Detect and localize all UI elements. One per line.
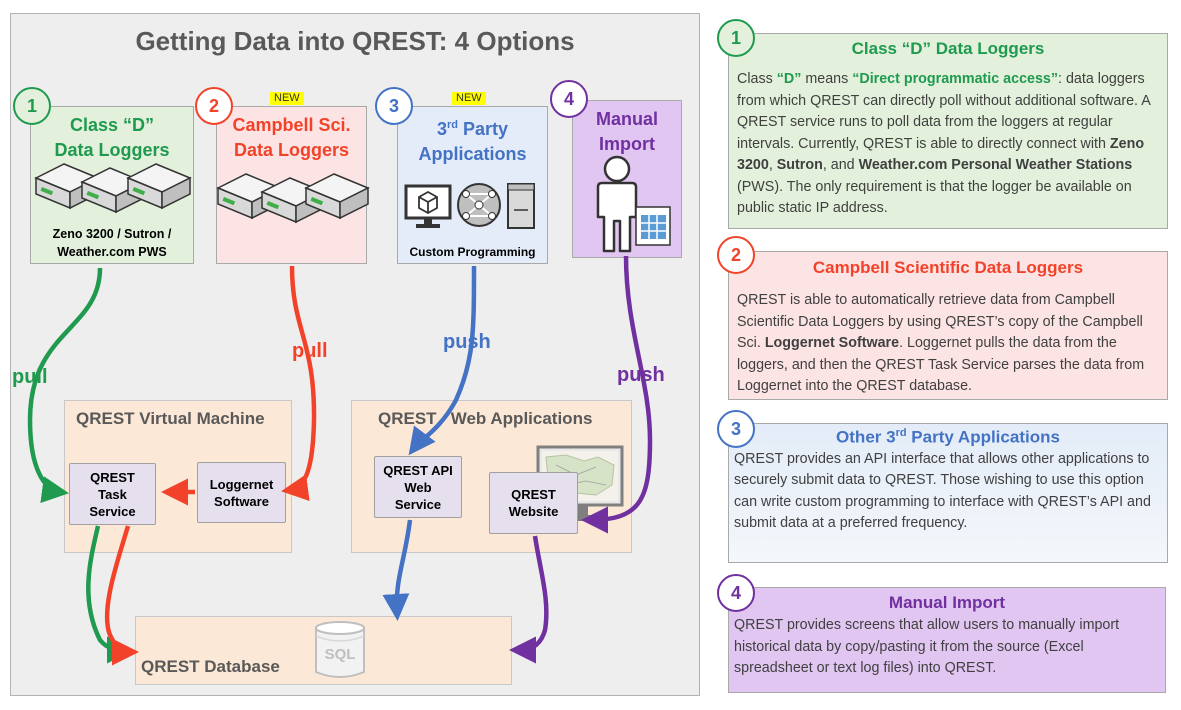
database-title: QREST Database	[141, 657, 280, 676]
option-4-title-line2: Import	[599, 134, 655, 154]
info-panel-3-number: 3	[717, 410, 755, 448]
user-spreadsheet-icon	[596, 155, 671, 253]
info-panel-1-number: 1	[717, 19, 755, 57]
api-line3: Service	[394, 496, 442, 512]
info-panel-2-title: Campbell Scientific Data Loggers	[812, 258, 1084, 277]
task-service-line1: QREST	[90, 469, 135, 485]
arrow-website-to-db	[509, 535, 549, 664]
arrow-push-manual	[581, 255, 653, 534]
info-panel-4-body: QREST provides screens that allow users …	[734, 617, 1120, 676]
sql-label: SQL	[324, 646, 356, 663]
loggernet-line1: Loggernet	[209, 476, 274, 492]
task-service-line2: Task	[98, 486, 127, 502]
info-panel-1-body: Class “D” means “Direct programmatic acc…	[737, 71, 1150, 216]
option-3-number: 3	[375, 87, 413, 125]
option-1-title-line1: Class “D”	[69, 115, 155, 135]
info-panel-4-number: 4	[717, 574, 755, 612]
option-3-title-line1: 3rd Party	[436, 119, 509, 139]
push-label-purple: push	[617, 364, 665, 386]
api-web-service-box: QREST API Web Service	[374, 456, 462, 518]
arrow-pull-campbell	[281, 265, 317, 501]
info-panel-2-body: QREST is able to automatically retrieve …	[737, 292, 1145, 394]
option-1-title-line2: Data Loggers	[54, 140, 170, 160]
network-globe-icon	[457, 183, 501, 227]
info-panel-2: Campbell Scientific Data Loggers QREST i…	[728, 251, 1168, 400]
option-1-number: 1	[13, 87, 51, 125]
website-line1: QREST	[511, 487, 556, 502]
info-panel-1: Class “D” Data Loggers Class “D” means “…	[728, 33, 1168, 229]
option-2-new-badge: NEW	[270, 92, 304, 105]
option-2-title-line2: Data Loggers	[233, 140, 350, 160]
info-panel-2-number: 2	[717, 236, 755, 274]
option-3-caption: Custom Programming	[409, 245, 536, 259]
option-2-number: 2	[195, 87, 233, 125]
arrow-task-to-db-red	[104, 525, 139, 666]
pull-label-red: pull	[292, 340, 328, 362]
task-service-line3: Service	[89, 503, 136, 519]
info-panel-1-title: Class “D” Data Loggers	[851, 39, 1045, 58]
campbell-logger-icon	[216, 173, 370, 224]
main-title: Getting Data into QREST: 4 Options	[135, 26, 575, 56]
task-service-box: QREST Task Service	[69, 463, 156, 525]
info-panel-3-body: QREST provides an API interface that all…	[734, 450, 1151, 532]
option-4-title-line1: Manual	[595, 109, 658, 129]
website-box: QREST Website	[489, 472, 578, 534]
web-applications-title: QREST Web Applications	[378, 409, 593, 428]
loggernet-line2: Software	[214, 493, 269, 509]
virtual-machine-title: QREST Virtual Machine	[76, 409, 265, 428]
arrow-api-to-db	[382, 519, 413, 621]
website-line2: Website	[508, 504, 559, 519]
arrow-push-3rd-party	[408, 265, 477, 456]
option-3-title-line2: Applications	[418, 144, 527, 164]
info-panel-4-title: Manual Import	[888, 593, 1006, 612]
data-logger-icon	[34, 163, 192, 214]
api-line1: QREST API	[383, 462, 453, 478]
computer-monitor-icon	[404, 184, 452, 228]
api-line2: Web	[404, 479, 432, 495]
option-2-title-line1: Campbell Sci.	[232, 115, 351, 135]
option-1-caption-line2: Weather.com PWS	[57, 245, 167, 259]
option-4-number: 4	[550, 80, 588, 118]
push-label-blue: push	[443, 331, 491, 353]
info-panel-4: Manual Import QREST provides screens tha…	[728, 587, 1166, 693]
arrow-pull-class-d	[27, 267, 103, 503]
info-panel-3-title: Other 3rd Party Applications	[836, 427, 1060, 447]
server-icon	[507, 183, 535, 229]
flow-arrows	[27, 255, 653, 666]
loggernet-box: Loggernet Software	[197, 462, 286, 523]
option-3-new-badge: NEW	[452, 92, 486, 105]
info-panel-3: Other 3rd Party Applications QREST provi…	[728, 423, 1168, 563]
sql-database-icon	[315, 621, 365, 678]
option-1-caption-line1: Zeno 3200 / Sutron /	[52, 227, 172, 241]
pull-label-green: pull	[12, 366, 48, 388]
